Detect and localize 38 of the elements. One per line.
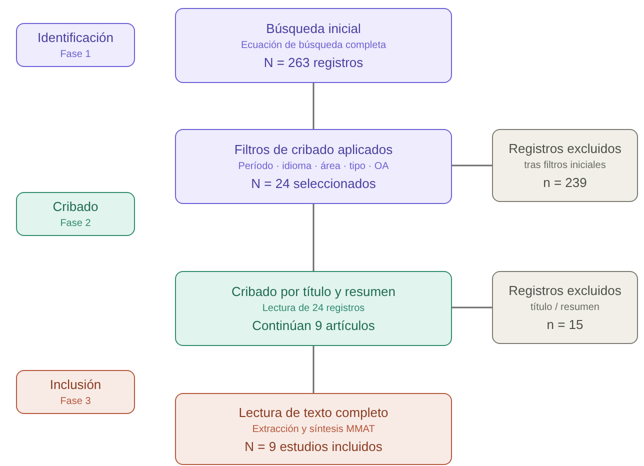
- exclusion-box: [492, 129, 638, 202]
- title-text: Inclusión: [50, 376, 102, 394]
- title-text: Registros excluidos: [508, 140, 622, 158]
- phase-box: [16, 23, 135, 67]
- phase-box: [16, 370, 135, 414]
- count-text: n = 15: [546, 316, 584, 334]
- count-text: N = 263 registros: [264, 54, 364, 72]
- subtitle-text: Ecuación de búsqueda completa: [240, 39, 386, 53]
- process-box: [175, 8, 452, 83]
- subtitle-text: Período · idioma · área · tipo · OA: [238, 160, 389, 174]
- title-text: Lectura de texto completo: [238, 404, 388, 422]
- process-box: [175, 129, 452, 204]
- subtitle-text: Fase 3: [60, 395, 91, 409]
- exclusion-box: [492, 271, 638, 344]
- process-box: [175, 393, 452, 465]
- count-text: N = 24 seleccionados: [251, 175, 376, 193]
- subtitle-text: título / resumen: [530, 301, 600, 315]
- count-text: n = 239: [543, 174, 587, 192]
- subtitle-text: Fase 2: [60, 217, 91, 231]
- connector-line: [312, 83, 314, 129]
- title-text: Cribado: [52, 198, 98, 216]
- connector-line: [312, 204, 314, 271]
- subtitle-text: Fase 1: [60, 48, 91, 62]
- connector-line: [452, 164, 492, 166]
- subtitle-text: Extracción y síntesis MMAT: [252, 422, 375, 436]
- title-text: Registros excluidos: [508, 282, 622, 300]
- title-text: Búsqueda inicial: [266, 20, 361, 38]
- process-box: [175, 271, 452, 346]
- connector-line: [452, 306, 492, 308]
- count-text: Continúan 9 artículos: [252, 317, 375, 335]
- count-text: N = 9 estudios incluidos: [244, 438, 382, 456]
- subtitle-text: tras filtros iniciales: [524, 159, 606, 173]
- title-text: Identificación: [38, 29, 114, 47]
- phase-box: [16, 192, 135, 236]
- subtitle-text: Lectura de 24 registros: [262, 302, 365, 316]
- connector-line: [312, 346, 314, 393]
- title-text: Cribado por título y resumen: [231, 283, 396, 301]
- title-text: Filtros de cribado aplicados: [234, 141, 393, 159]
